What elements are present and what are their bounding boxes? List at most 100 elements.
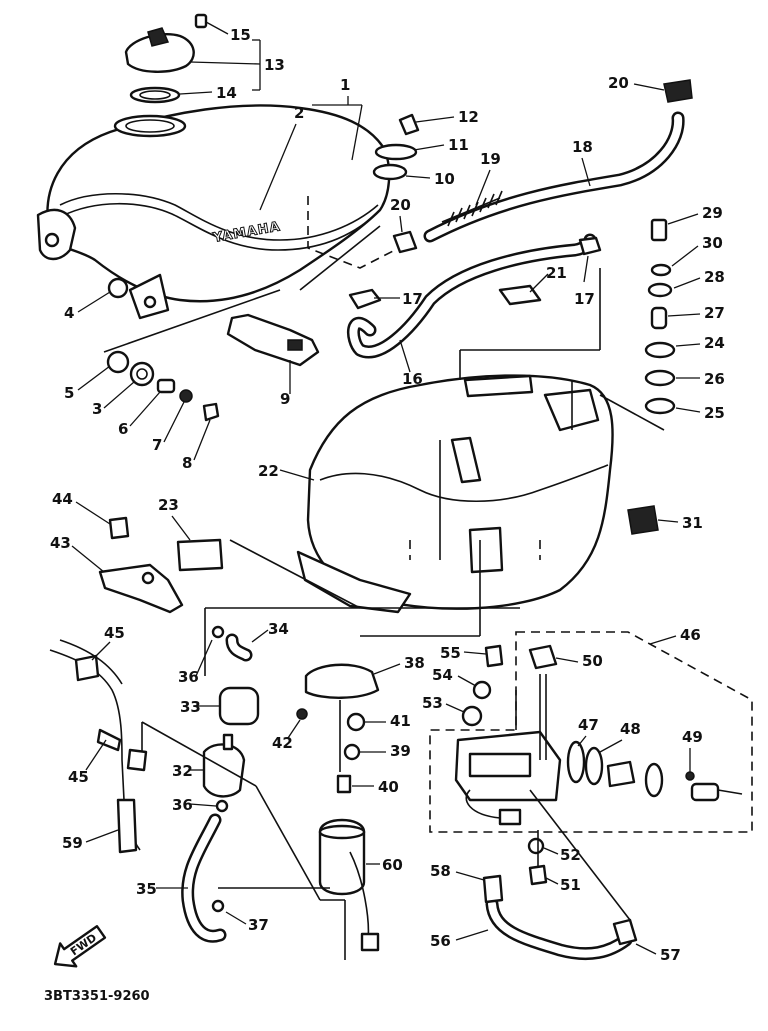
callout-11: 11 <box>448 136 469 154</box>
callout-2: 2 <box>294 104 304 122</box>
clip-20b <box>663 79 693 103</box>
callout-44: 44 <box>52 490 73 508</box>
callout-36b: 36 <box>172 796 193 814</box>
callout-32: 32 <box>172 762 193 780</box>
bolt-44 <box>108 516 130 540</box>
washer-52 <box>527 837 545 855</box>
callout-49: 49 <box>682 728 703 746</box>
callout-1: 1 <box>340 76 350 94</box>
callout-57: 57 <box>660 946 681 964</box>
washer-54 <box>472 680 492 700</box>
callout-4: 4 <box>64 304 74 322</box>
hose-56 <box>485 897 633 961</box>
clip-21 <box>498 284 542 306</box>
callout-40: 40 <box>378 778 399 796</box>
callout-34: 34 <box>268 620 289 638</box>
callout-59: 59 <box>62 834 83 852</box>
union-58 <box>482 874 504 904</box>
diagram-part-code: 3BT3351-9260 <box>44 989 150 1004</box>
callout-29: 29 <box>702 204 723 222</box>
callout-23: 23 <box>158 496 179 514</box>
callout-27: 27 <box>704 304 725 322</box>
callout-13: 13 <box>264 56 285 74</box>
gasket-11 <box>374 143 418 161</box>
clip-20a <box>392 230 418 254</box>
callout-42: 42 <box>272 734 293 752</box>
callout-28: 28 <box>704 268 725 286</box>
collar-6 <box>156 378 176 394</box>
callout-20a: 20 <box>390 196 411 214</box>
hose-18 <box>423 111 685 243</box>
nut-42 <box>296 708 308 720</box>
o-ring-48 <box>584 746 604 786</box>
damper-31 <box>627 505 659 535</box>
hose-34 <box>225 633 253 662</box>
callout-45b: 45 <box>68 768 89 786</box>
callout-38: 38 <box>404 654 425 672</box>
mounting-hardware-stack <box>644 218 676 415</box>
callout-37: 37 <box>248 916 269 934</box>
damper-23 <box>176 538 224 572</box>
fuel-cock-group-46 <box>429 631 753 833</box>
clamp-33 <box>218 686 260 726</box>
callout-35: 35 <box>136 880 157 898</box>
fuel-tank-22 <box>296 374 614 614</box>
callout-25: 25 <box>704 404 725 422</box>
callout-39: 39 <box>390 742 411 760</box>
callout-26: 26 <box>704 370 725 388</box>
screw-12 <box>398 113 420 136</box>
callout-54: 54 <box>432 666 453 684</box>
callout-19: 19 <box>480 150 501 168</box>
damper-4 <box>107 277 129 299</box>
gasket-47 <box>566 740 586 784</box>
hose-59 <box>116 798 138 854</box>
fuel-tank-assembly: YAMAHA <box>36 104 396 320</box>
bolt-55 <box>484 644 504 668</box>
callout-8: 8 <box>182 454 192 472</box>
connection-lines <box>103 225 665 960</box>
callout-17a: 17 <box>402 290 423 308</box>
callout-24: 24 <box>704 334 725 352</box>
callout-5: 5 <box>64 384 74 402</box>
washer-7 <box>179 389 193 403</box>
callout-53: 53 <box>422 694 443 712</box>
hose-19-spring <box>441 190 503 227</box>
callout-55: 55 <box>440 644 461 662</box>
bolt-8 <box>202 402 220 422</box>
callout-22: 22 <box>258 462 279 480</box>
callout-60: 60 <box>382 856 403 874</box>
bolt-40 <box>336 774 352 794</box>
callout-21: 21 <box>546 264 567 282</box>
callout-52: 52 <box>560 846 581 864</box>
callout-31: 31 <box>682 514 703 532</box>
clamp-17a <box>348 288 382 310</box>
washer-10 <box>372 163 408 181</box>
callout-3: 3 <box>92 400 102 418</box>
clip-50 <box>528 644 558 670</box>
clamp-17b <box>578 236 602 256</box>
callout-6: 6 <box>118 420 128 438</box>
callout-56: 56 <box>430 932 451 950</box>
callout-33: 33 <box>180 698 201 716</box>
clip-57 <box>612 918 638 946</box>
callout-labels: 1 2 3 4 5 6 7 8 9 10 11 12 13 14 15 16 <box>50 21 725 964</box>
fuel-filter-32 <box>202 743 246 798</box>
callout-7: 7 <box>152 436 162 454</box>
hose-16 <box>346 233 597 359</box>
callout-20b: 20 <box>608 74 629 92</box>
callout-18: 18 <box>572 138 593 156</box>
bracket-38 <box>304 663 380 699</box>
bracket-43 <box>98 563 184 614</box>
callout-30: 30 <box>702 234 723 252</box>
callout-17b: 17 <box>574 290 595 308</box>
callout-47: 47 <box>578 716 599 734</box>
callout-43: 43 <box>50 534 71 552</box>
hose-35 <box>181 813 227 943</box>
callout-9: 9 <box>280 390 290 408</box>
callout-15: 15 <box>230 26 251 44</box>
bracket-9 <box>226 313 320 367</box>
callout-50: 50 <box>582 652 603 670</box>
fuel-pump-60 <box>318 818 380 952</box>
forward-direction-arrow: FWD <box>53 925 107 968</box>
